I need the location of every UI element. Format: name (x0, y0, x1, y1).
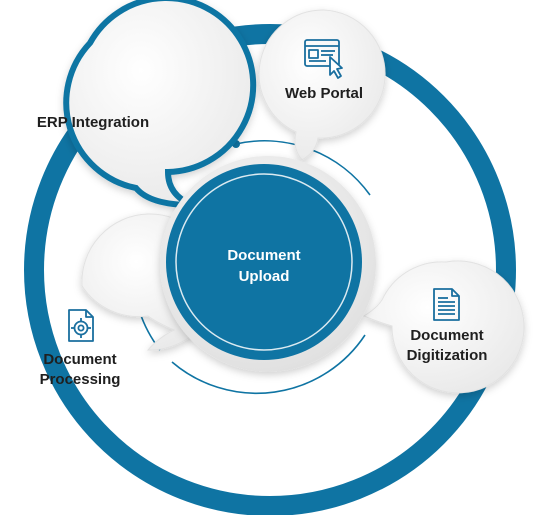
web-portal-text: Web Portal (284, 85, 364, 102)
document-digitization-label: Document Digitization (384, 326, 510, 366)
document-upload-line2: Upload (238, 268, 290, 285)
document-target-icon (68, 309, 94, 342)
document-digitization-line2: Digitization (406, 347, 488, 364)
document-upload-line1: Document (227, 247, 301, 264)
browser-cursor-icon (304, 39, 343, 79)
center-core (166, 164, 362, 360)
outer-ring (24, 24, 516, 515)
document-lines-icon (433, 288, 460, 321)
document-upload-label: Document Upload (194, 245, 334, 287)
document-digitization-line1: Document (410, 327, 484, 344)
document-processing-line2: Processing (39, 371, 121, 388)
erp-integration-label: ERP Integration (18, 113, 168, 133)
erp-integration-bubble (63, 0, 257, 208)
center-inner-ring (175, 173, 353, 351)
document-processing-line1: Document (43, 351, 117, 368)
web-portal-bubble (258, 9, 386, 161)
web-portal-label: Web Portal (262, 84, 386, 104)
document-processing-label: Document Processing (18, 350, 142, 390)
erp-integration-text: ERP Integration (36, 114, 150, 131)
document-digitization-bubble (362, 260, 525, 394)
